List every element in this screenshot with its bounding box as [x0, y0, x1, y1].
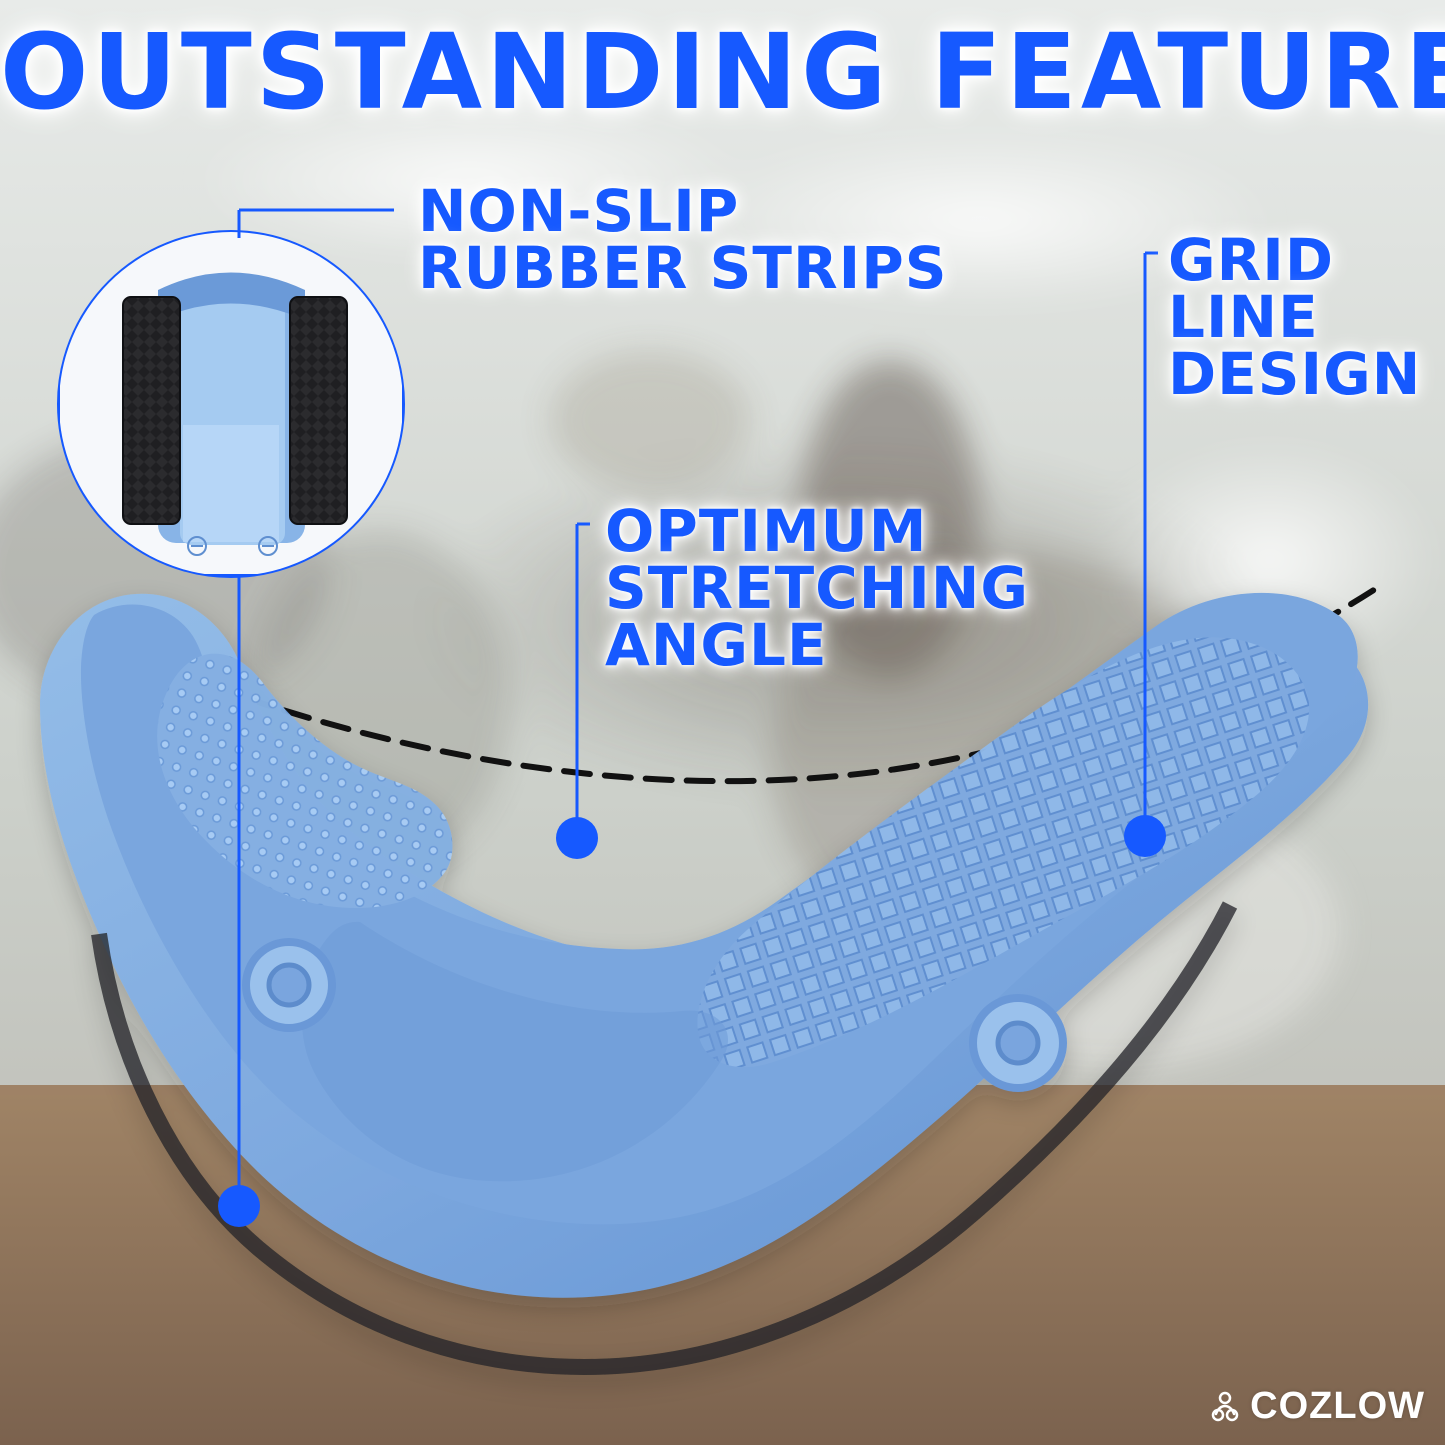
cozlow-logo-icon [1211, 1391, 1239, 1421]
callout-line: ANGLE [605, 610, 828, 679]
callout-grid-line-design: GRID LINE DESIGN [1168, 226, 1422, 408]
callout-optimum-stretching-angle: OPTIMUM STRETCHING ANGLE [605, 497, 1030, 679]
callout-line: GRID [1168, 226, 1334, 294]
callout-line: STRETCHING [605, 553, 1030, 622]
callout-line: OPTIMUM [605, 497, 928, 565]
brand-logo: COZLOW [1208, 1385, 1425, 1428]
page-title: OUTSTANDING FEATURES [0, 11, 1445, 133]
callout-line: RUBBER STRIPS [418, 233, 948, 302]
callout-line: DESIGN [1168, 339, 1422, 408]
callout-non-slip-rubber-strips: NON-SLIP RUBBER STRIPS [418, 177, 948, 302]
callout-line: NON-SLIP [418, 177, 740, 245]
callout-line: LINE [1168, 282, 1319, 351]
brand-name: COZLOW [1250, 1385, 1425, 1427]
